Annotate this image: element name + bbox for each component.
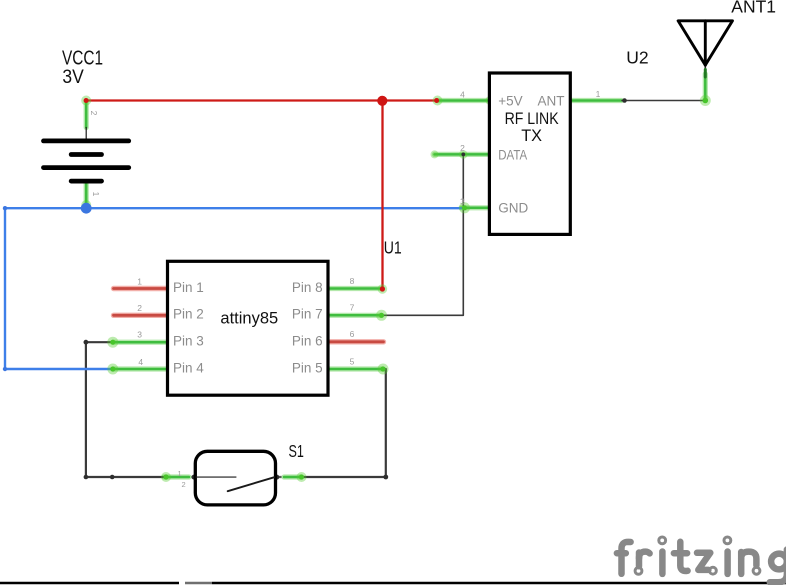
svg-text:U2: U2 xyxy=(626,48,648,68)
svg-text:ANT: ANT xyxy=(538,93,565,108)
svg-text:GND: GND xyxy=(498,201,528,216)
svg-text:3: 3 xyxy=(460,197,465,207)
svg-text:2: 2 xyxy=(460,143,465,153)
svg-text:+5V: +5V xyxy=(498,93,522,108)
svg-text:7: 7 xyxy=(350,303,355,313)
svg-text:RF LINK: RF LINK xyxy=(505,110,559,128)
svg-text:VCC1: VCC1 xyxy=(62,46,103,69)
svg-text:1: 1 xyxy=(137,276,142,286)
svg-text:Pin 7: Pin 7 xyxy=(292,307,323,322)
svg-text:attiny85: attiny85 xyxy=(220,310,278,328)
svg-text:Pin 4: Pin 4 xyxy=(173,361,204,376)
svg-text:4: 4 xyxy=(138,357,143,367)
svg-text:8: 8 xyxy=(350,276,355,286)
svg-text:TX: TX xyxy=(521,127,542,145)
svg-text:3: 3 xyxy=(137,330,142,340)
svg-text:5: 5 xyxy=(350,356,355,366)
svg-text:DATA: DATA xyxy=(498,147,527,162)
svg-text:Pin 1: Pin 1 xyxy=(173,280,204,295)
svg-text:Pin 2: Pin 2 xyxy=(173,307,204,322)
svg-text:1: 1 xyxy=(596,89,601,99)
svg-text:Pin 3: Pin 3 xyxy=(173,333,204,348)
svg-text:ANT1: ANT1 xyxy=(731,0,776,17)
svg-text:1: 1 xyxy=(91,192,101,197)
svg-text:6: 6 xyxy=(350,329,355,339)
svg-text:Pin 5: Pin 5 xyxy=(292,361,323,376)
svg-text:Pin 8: Pin 8 xyxy=(292,280,323,295)
svg-text:Pin 6: Pin 6 xyxy=(292,333,323,348)
svg-text:1: 1 xyxy=(178,469,182,478)
svg-text:3V: 3V xyxy=(62,66,83,88)
svg-text:2: 2 xyxy=(182,480,186,489)
svg-text:2: 2 xyxy=(89,111,99,116)
svg-text:U1: U1 xyxy=(384,238,402,258)
svg-text:S1: S1 xyxy=(289,441,304,461)
svg-text:4: 4 xyxy=(460,89,465,99)
svg-text:2: 2 xyxy=(137,303,142,313)
